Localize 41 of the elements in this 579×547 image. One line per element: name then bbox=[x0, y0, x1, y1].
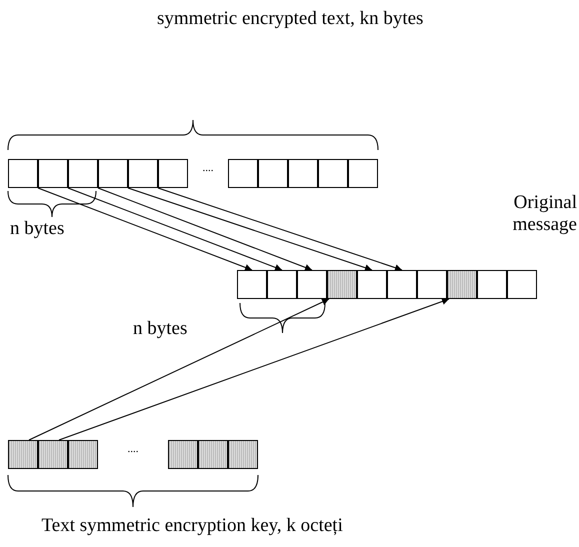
byte-cell bbox=[8, 159, 38, 188]
byte-cell bbox=[98, 159, 128, 188]
shaded-byte-cell bbox=[168, 440, 198, 469]
arrow bbox=[58, 298, 450, 440]
byte-cell bbox=[68, 159, 98, 188]
arrow bbox=[68, 188, 282, 271]
arrow bbox=[128, 188, 372, 272]
top-caption: symmetric encrypted text, kn bytes bbox=[157, 8, 424, 30]
byte-cell bbox=[297, 270, 327, 299]
ellipsis: .... bbox=[128, 442, 138, 457]
byte-cell bbox=[507, 270, 537, 299]
byte-cell bbox=[318, 159, 348, 188]
byte-cell bbox=[288, 159, 318, 188]
ellipsis: .... bbox=[202, 161, 214, 176]
byte-cell bbox=[267, 270, 297, 299]
shaded-byte-cell bbox=[228, 440, 258, 469]
shaded-byte-cell bbox=[68, 440, 98, 469]
byte-cell bbox=[387, 270, 417, 299]
arrow bbox=[158, 188, 402, 272]
byte-cell bbox=[38, 159, 68, 188]
byte-cell bbox=[128, 159, 158, 188]
byte-cell bbox=[357, 270, 387, 299]
brace-label: n bytes bbox=[10, 218, 64, 240]
byte-cell bbox=[228, 159, 258, 188]
arrow bbox=[38, 188, 252, 271]
byte-cell bbox=[237, 270, 267, 299]
shaded-byte-cell bbox=[327, 270, 357, 299]
byte-cell bbox=[258, 159, 288, 188]
byte-cell bbox=[477, 270, 507, 299]
byte-cell bbox=[158, 159, 188, 188]
arrow bbox=[98, 188, 312, 271]
shaded-byte-cell bbox=[38, 440, 68, 469]
arrow bbox=[28, 298, 330, 440]
shaded-byte-cell bbox=[198, 440, 228, 469]
shaded-byte-cell bbox=[8, 440, 38, 469]
byte-cell bbox=[417, 270, 447, 299]
row-label: Original message bbox=[512, 192, 577, 236]
shaded-byte-cell bbox=[447, 270, 477, 299]
byte-cell bbox=[348, 159, 378, 188]
brace-label: n bytes bbox=[133, 318, 188, 340]
bottom-caption: Text symmetric encryption key, k octeți bbox=[42, 515, 343, 537]
